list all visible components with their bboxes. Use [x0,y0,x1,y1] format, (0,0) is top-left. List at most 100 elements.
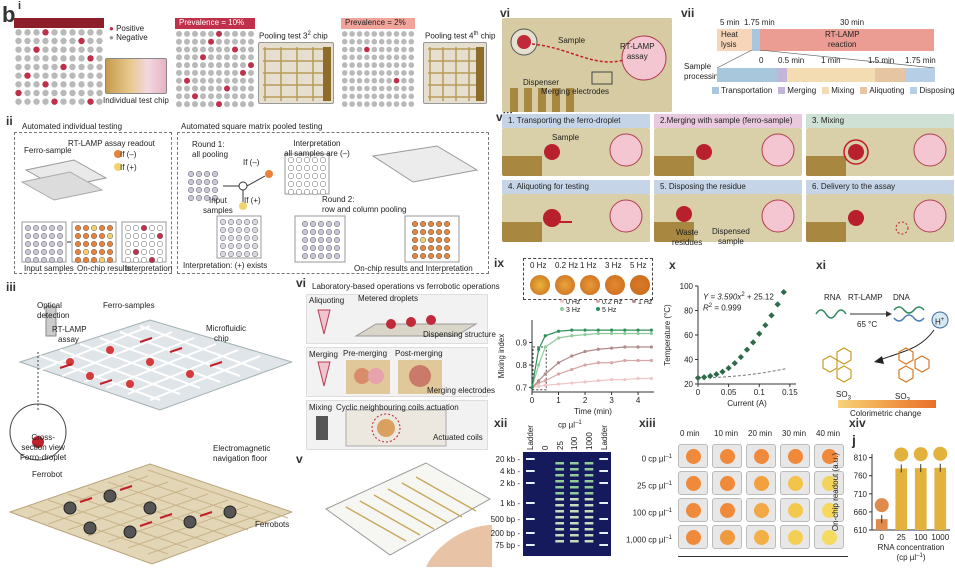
tick-05: 0.5 min [778,56,805,65]
y-tick-label: 0.8 [516,361,528,370]
sample-well [176,30,182,37]
mini-well [309,228,317,236]
sample-well [42,98,49,105]
legend-item: Disposing [910,86,955,96]
sample-well [24,98,31,105]
sample-well [232,62,238,69]
sample-well [96,98,103,105]
sample-well [349,101,355,107]
individual-grid [14,28,104,106]
mini-well [132,240,140,248]
legend-positive: ● Positive [109,24,145,33]
y-axis-label: Temperature (°C) [663,304,672,366]
sample-well [393,38,400,45]
bar [875,519,888,530]
sample-well [349,38,355,45]
panel-letter-j: j [852,432,856,448]
individual-testing-box [14,132,172,274]
so3-left-label: SO3 [836,390,851,402]
metered-droplet [386,319,396,329]
sample-well [364,31,370,37]
sample-well [69,37,76,45]
result-droplet [933,446,948,461]
series-point [556,372,561,376]
sample-well [192,62,198,69]
if-negative-label: If (–) [120,150,137,159]
mini-well [124,256,132,264]
chip-sheet [325,462,492,556]
mini-well [74,224,82,232]
sample-well [349,93,355,100]
series-point [649,358,653,363]
pooling-chip-photo-4 [423,42,487,104]
channel [83,337,195,383]
sample-droplet [517,35,531,49]
sample-well [15,81,22,88]
sample-well [216,93,222,100]
sample-well [184,30,190,37]
sample-well [200,62,206,69]
sample-well [208,77,214,84]
data-point [743,346,751,353]
series-point [649,328,653,332]
amplicon-band [555,540,564,543]
ferrobot-label: Ferrobot [32,470,63,479]
droplet-snapshot [555,275,575,295]
motion-arrow [59,363,73,369]
mini-well [295,180,303,188]
series-point [570,354,574,358]
assay-color-dot [720,449,735,464]
x-tick-label: 0.1 [754,388,766,397]
t-175min: 1.75 min [744,18,775,27]
series-point [543,383,547,387]
mini-well [317,236,325,244]
sample-well [371,38,378,45]
sample-well [356,54,363,61]
sample-well [96,46,103,53]
sample-well [393,54,400,61]
band-size-label: 20 kb - [495,455,520,464]
mini-well [187,186,195,194]
legend-item: Aliquoting [860,86,904,96]
post-merging-label: Post-merging [395,349,443,358]
series-point [649,331,653,336]
mini-well [187,178,195,186]
mixing-path [371,413,401,443]
sample-well [232,54,238,61]
sample-well [378,70,385,76]
sample-well [349,70,355,76]
sample-well [378,77,385,84]
mini-well [435,236,443,244]
mini-well [90,224,98,232]
mini-well [311,188,319,196]
x-axis-label: RNA concentration [878,543,945,552]
mini-well [203,186,211,194]
y-tick-label: 80 [684,307,693,316]
series-point [537,379,541,383]
frequency-label: 1 Hz [580,261,597,270]
mini-well [132,232,140,240]
mini-well [419,236,427,244]
sample-well [224,69,230,76]
assay-color-dot [754,530,769,545]
panel-number-v: v [296,452,303,466]
series-point [596,331,600,336]
sample-label-top: Sample [558,36,586,45]
legend-marker [596,300,600,303]
amplicon-band [555,492,564,495]
lane-label: Ladder [526,425,536,450]
negative-pool-dot [265,170,273,178]
x-tick-label: 4 [636,396,641,405]
sample-well [184,85,190,92]
amplicon-band [570,516,579,519]
mini-well [227,234,235,242]
amplicon-band [570,492,579,495]
sample-well [378,101,385,107]
mini-well [156,248,164,256]
merging-label: Merging [309,350,338,359]
mini-well [32,248,40,256]
assay-color-dot [754,449,769,464]
